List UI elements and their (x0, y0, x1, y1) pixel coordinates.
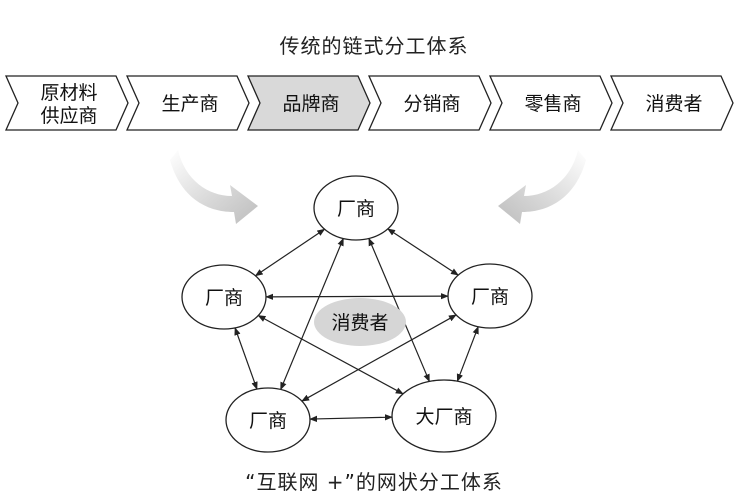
curved-arrow-right-icon (498, 150, 586, 224)
node-label: 大厂商 (415, 406, 472, 428)
chain-step-shape (488, 75, 613, 131)
chain-step-shape (246, 75, 371, 131)
edge-left-right (265, 292, 449, 301)
node-bottom-right: 大厂商 (391, 379, 497, 453)
chain-step-label: 品牌商 (282, 93, 339, 115)
chain-step-3: 品牌商 (246, 75, 371, 131)
node-bottom-left: 厂商 (225, 387, 311, 453)
edge-top-right (387, 228, 459, 276)
node-label: 厂商 (471, 286, 509, 308)
chain-step-6: 消费者 (609, 75, 734, 131)
chain-step-2: 生产商 (125, 75, 250, 131)
chain-step-shape (367, 75, 492, 131)
node-ellipse (447, 263, 533, 329)
top-title: 传统的链式分工体系 (279, 34, 469, 58)
chain-step-shape (609, 75, 734, 131)
edge-right-bottom-right (456, 325, 479, 382)
chain-step-label: 分销商 (403, 93, 460, 115)
chain-step-label: 零售商 (524, 93, 581, 115)
node-ellipse (391, 379, 497, 453)
node-label: 厂商 (337, 198, 375, 220)
edge-top-left (254, 228, 326, 277)
edge-bottom-left-bottom-right (309, 414, 393, 423)
chain-step-shape (125, 75, 250, 131)
chain-step-shape (4, 75, 129, 131)
network-edges (234, 228, 479, 423)
network-nodes: 厂商厂商厂商厂商大厂商 (181, 175, 533, 453)
node-top: 厂商 (313, 175, 399, 241)
chain-step-label: 原材料 (40, 82, 97, 104)
chain-step-label: 供应商 (40, 105, 97, 127)
edge-right-bottom-left (301, 314, 457, 402)
bottom-title: “互联网 +”的网状分工体系 (245, 470, 503, 494)
node-ellipse (313, 175, 399, 241)
chain-step-5: 零售商 (488, 75, 613, 131)
edge-left-bottom-left (234, 327, 258, 390)
node-ellipse (225, 387, 311, 453)
curved-arrow-left-icon (170, 150, 258, 224)
chain-step-4: 分销商 (367, 75, 492, 131)
node-right: 厂商 (447, 263, 533, 329)
chain-step-label: 消费者 (645, 93, 702, 115)
node-left: 厂商 (181, 264, 267, 330)
chain-step-label: 生产商 (161, 93, 218, 115)
center-consumer: 消费者 (314, 298, 406, 346)
node-label: 厂商 (249, 410, 287, 432)
node-label: 厂商 (205, 287, 243, 309)
node-ellipse (181, 264, 267, 330)
center-consumer-label: 消费者 (331, 312, 388, 334)
